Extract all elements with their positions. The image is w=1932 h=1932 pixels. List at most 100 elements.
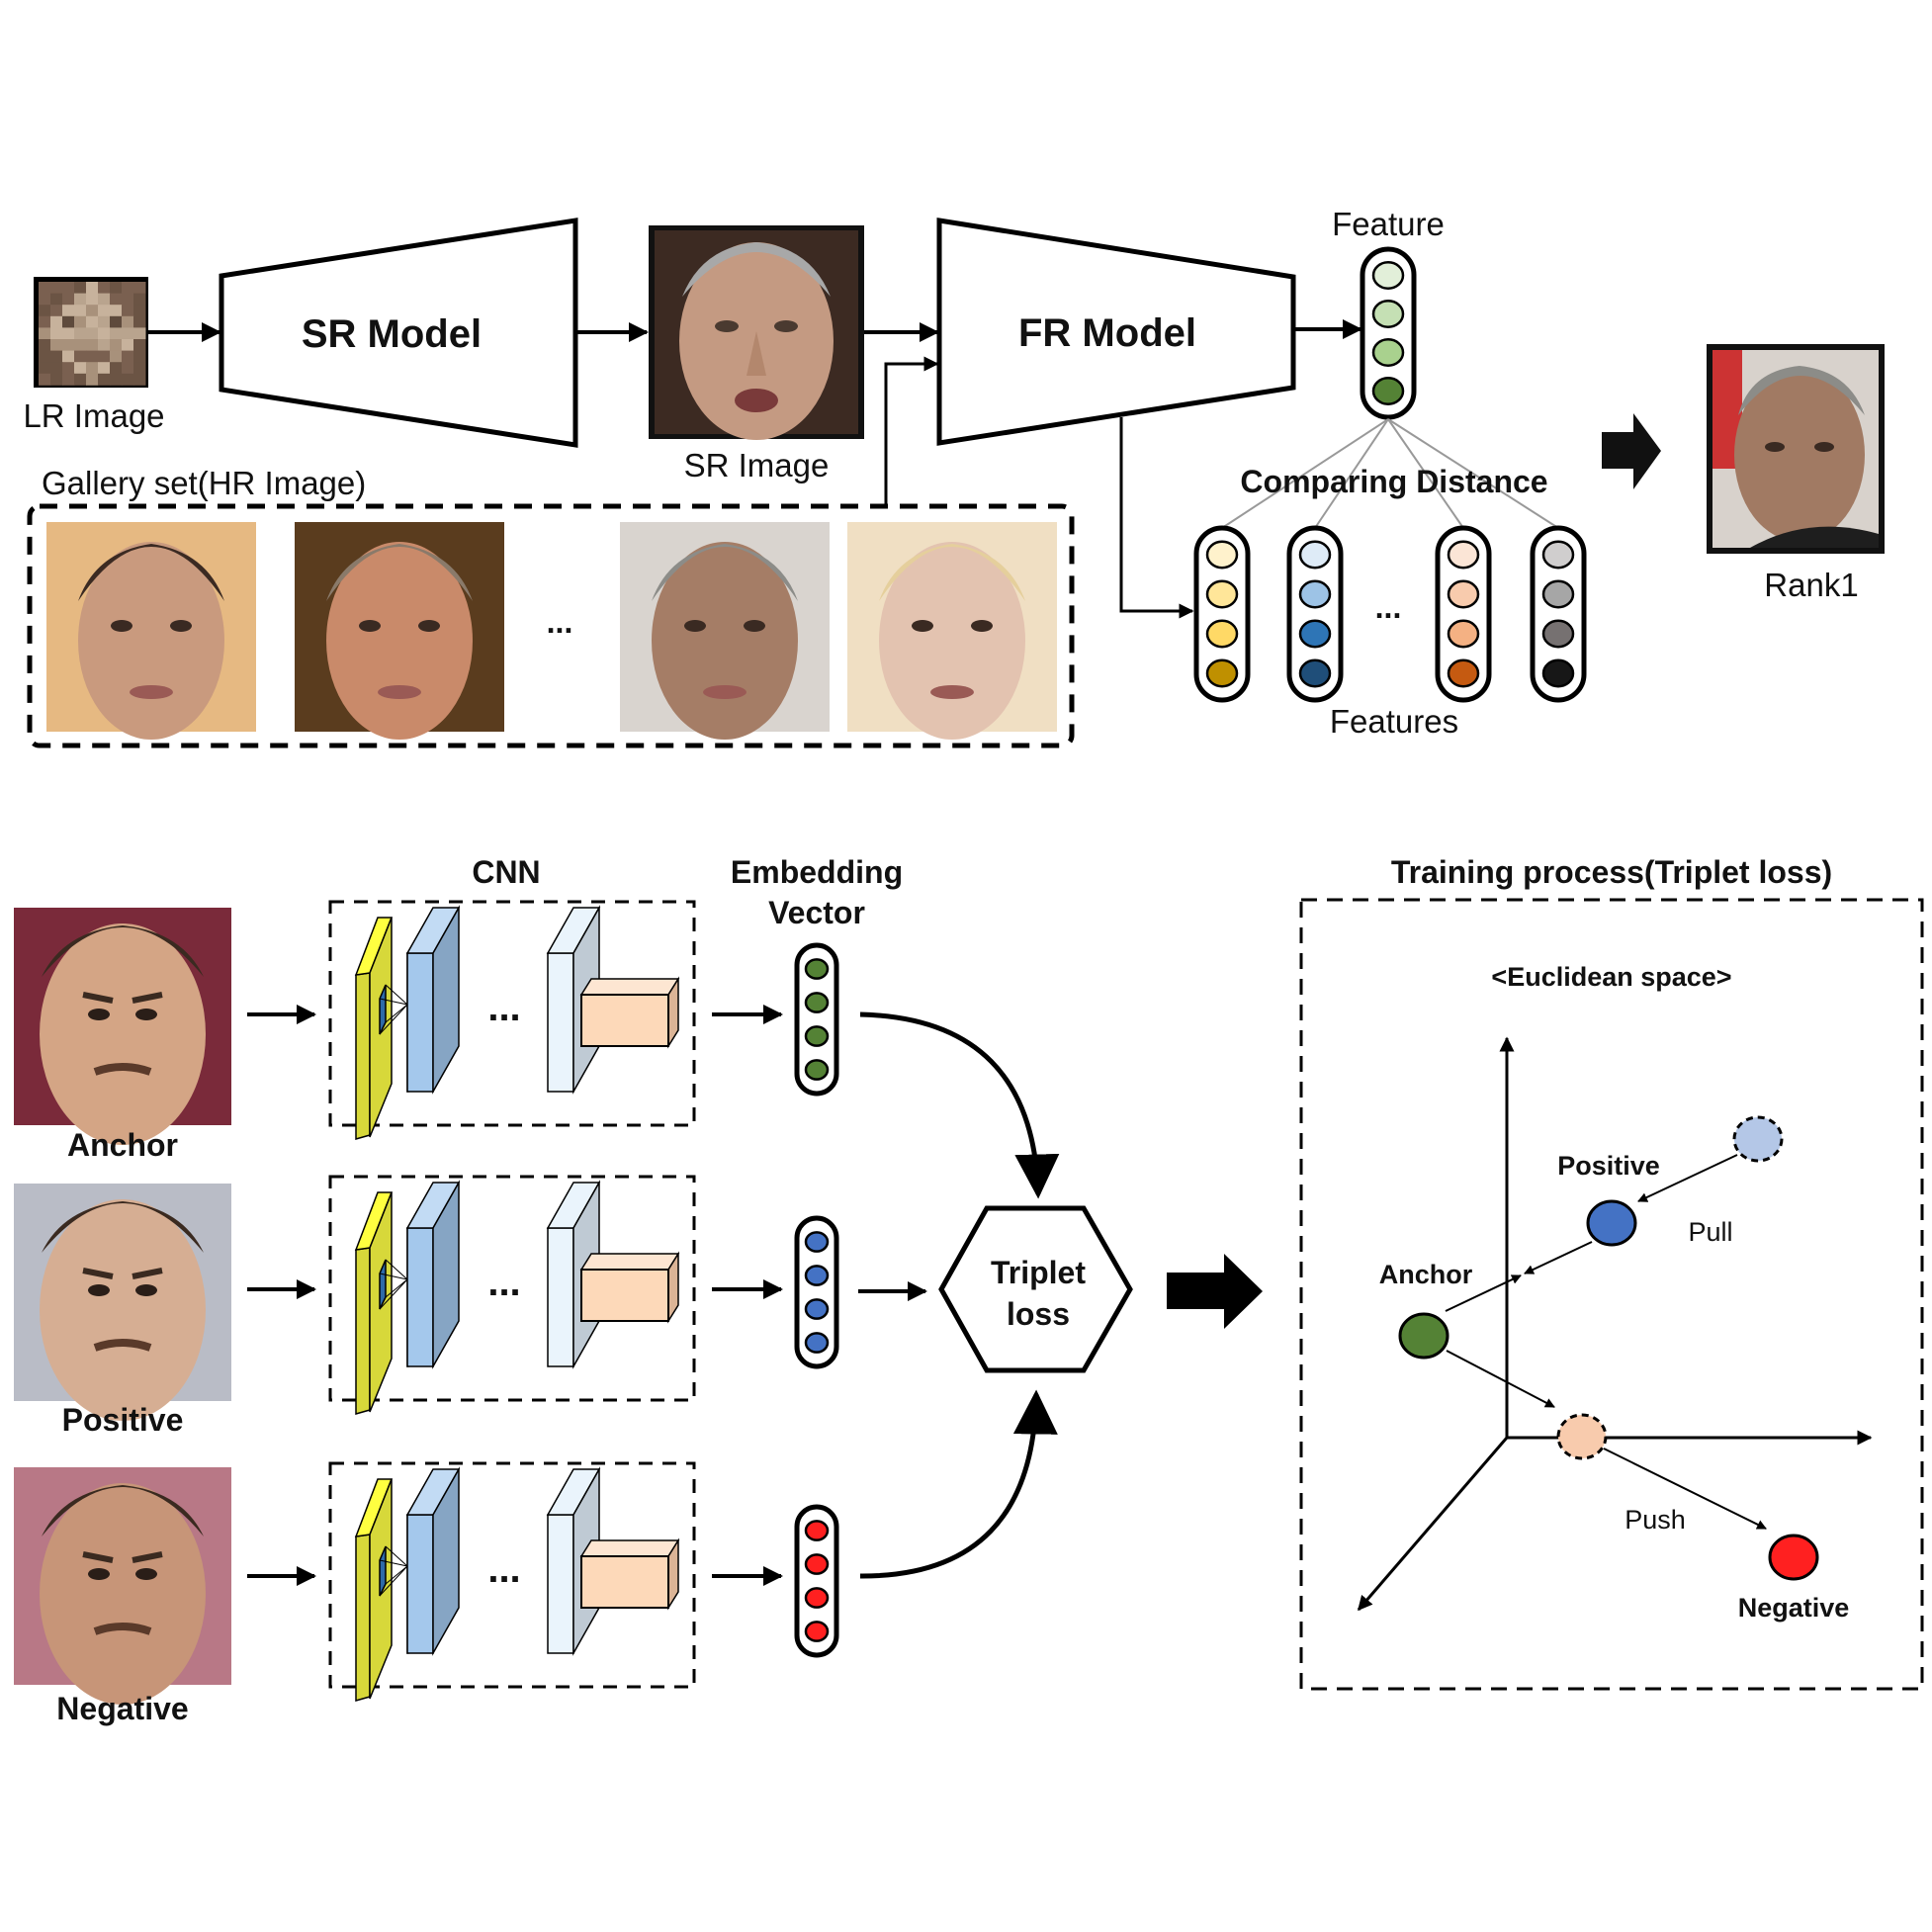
lr-image xyxy=(34,277,148,388)
gallery-feature-2-outline xyxy=(1286,525,1344,703)
lr-pixel xyxy=(98,305,111,317)
conv-layer xyxy=(405,905,461,1095)
lr-pixel xyxy=(39,362,51,375)
features-label: Features xyxy=(1330,703,1458,740)
lr-pixel xyxy=(110,305,123,317)
lr-pixel xyxy=(62,327,75,340)
axis-z xyxy=(1357,1437,1509,1612)
lr-pixel xyxy=(62,350,75,363)
lr-pixel xyxy=(133,315,146,328)
lr-pixel xyxy=(39,339,51,351)
lr-pixel xyxy=(39,327,51,340)
rank1-label: Rank1 xyxy=(1764,567,1858,603)
triplet-loss-line1: Triplet xyxy=(991,1255,1086,1290)
lr-pixel xyxy=(133,293,146,306)
cnn-ellipsis: ... xyxy=(487,1261,520,1304)
lr-pixel xyxy=(133,305,146,317)
push-arrow-negative xyxy=(1603,1448,1767,1530)
cnn-box xyxy=(328,1461,696,1689)
compare-line-2 xyxy=(1314,418,1389,529)
gallery-face-3 xyxy=(620,522,830,740)
gallery-feature-vectors xyxy=(1193,525,1587,703)
lr-pixel xyxy=(122,327,134,340)
lr-pixel xyxy=(39,315,51,328)
negative-embedding-vector-dot xyxy=(804,1520,830,1541)
anchor-label: Anchor xyxy=(67,1127,178,1163)
compare-line-1 xyxy=(1221,418,1389,529)
arrow-fr-to-features xyxy=(1119,417,1194,619)
gallery-feature-4-dot xyxy=(1541,659,1575,688)
lr-pixel xyxy=(98,282,111,294)
features-ellipsis: ... xyxy=(1375,589,1402,625)
lr-pixel xyxy=(110,339,123,351)
pull-label: Pull xyxy=(1688,1217,1732,1247)
cnn-box xyxy=(328,1175,696,1402)
gallery-feature-4-dot xyxy=(1541,540,1575,570)
last-conv-layer xyxy=(546,1180,601,1369)
lr-pixel xyxy=(62,315,75,328)
lr-pixel xyxy=(50,315,63,328)
comparing-distance-lines xyxy=(1221,418,1559,529)
lr-pixel xyxy=(62,282,75,294)
compare-line-3 xyxy=(1387,418,1464,529)
lr-pixel xyxy=(74,327,87,340)
lr-pixel xyxy=(122,315,134,328)
anchor-embedding-vector-dot xyxy=(804,958,830,980)
row-negative: Negative... xyxy=(14,1461,839,1726)
gallery-feature-3-dot xyxy=(1447,659,1480,688)
pull-arrow-positive xyxy=(1637,1154,1738,1202)
lr-pixel xyxy=(122,373,134,386)
negative-point xyxy=(1768,1534,1819,1581)
lr-pixel xyxy=(98,327,111,340)
lr-pixel xyxy=(39,293,51,306)
gallery-feature-4-dot xyxy=(1541,579,1575,609)
comparing-distance-label: Comparing Distance xyxy=(1240,464,1547,499)
result-arrow-icon xyxy=(1602,413,1661,489)
compare-line-4 xyxy=(1387,418,1559,529)
negative-point-label: Negative xyxy=(1738,1593,1850,1623)
lr-pixel xyxy=(110,282,123,294)
lr-pixel xyxy=(74,293,87,306)
lr-pixel xyxy=(62,362,75,375)
sr-image-label: SR Image xyxy=(684,447,830,483)
anchor-embedding-vector-dot xyxy=(804,1025,830,1047)
lr-pixel xyxy=(50,339,63,351)
negative-initial-point xyxy=(1556,1413,1608,1460)
gallery-set-label: Gallery set(HR Image) xyxy=(42,465,366,501)
lr-pixel xyxy=(39,350,51,363)
sr-model-block xyxy=(219,218,578,448)
negative-embedding-vector-dot xyxy=(804,1553,830,1575)
row-positive: Positive... xyxy=(14,1175,839,1438)
lr-pixel xyxy=(110,327,123,340)
lr-pixel xyxy=(50,293,63,306)
lr-pixel xyxy=(110,373,123,386)
cnn-label: CNN xyxy=(472,854,540,890)
push-label: Push xyxy=(1625,1505,1686,1535)
lr-pixel xyxy=(74,350,87,363)
lr-pixel xyxy=(39,373,51,386)
sr-image xyxy=(649,225,864,440)
lr-pixel xyxy=(122,339,134,351)
gallery-feature-2 xyxy=(1286,525,1344,703)
training-arrow-icon xyxy=(1167,1254,1263,1329)
gallery-feature-1-outline xyxy=(1193,525,1251,703)
pull-arrow-to-anchor xyxy=(1524,1241,1593,1274)
query-feature-vector xyxy=(1360,246,1417,420)
lr-pixel xyxy=(50,305,63,317)
gallery-feature-3-dot xyxy=(1447,619,1480,649)
gallery-feature-2-dot xyxy=(1298,619,1332,649)
training-panel-box xyxy=(1299,898,1924,1691)
gallery-face-1 xyxy=(46,522,256,740)
lr-pixel xyxy=(98,339,111,351)
lr-pixel xyxy=(110,315,123,328)
lr-pixel xyxy=(74,362,87,375)
gallery-feature-3-dot xyxy=(1447,579,1480,609)
query-feature-dot xyxy=(1371,261,1405,290)
anchor-point xyxy=(1398,1312,1449,1360)
triplet-loss-line2: loss xyxy=(1007,1296,1070,1332)
lr-pixel xyxy=(50,282,63,294)
gallery-ellipsis: ... xyxy=(547,604,573,640)
lr-pixel xyxy=(98,293,111,306)
euclidean-space-title: <Euclidean space> xyxy=(1491,962,1731,992)
lr-pixel xyxy=(133,282,146,294)
